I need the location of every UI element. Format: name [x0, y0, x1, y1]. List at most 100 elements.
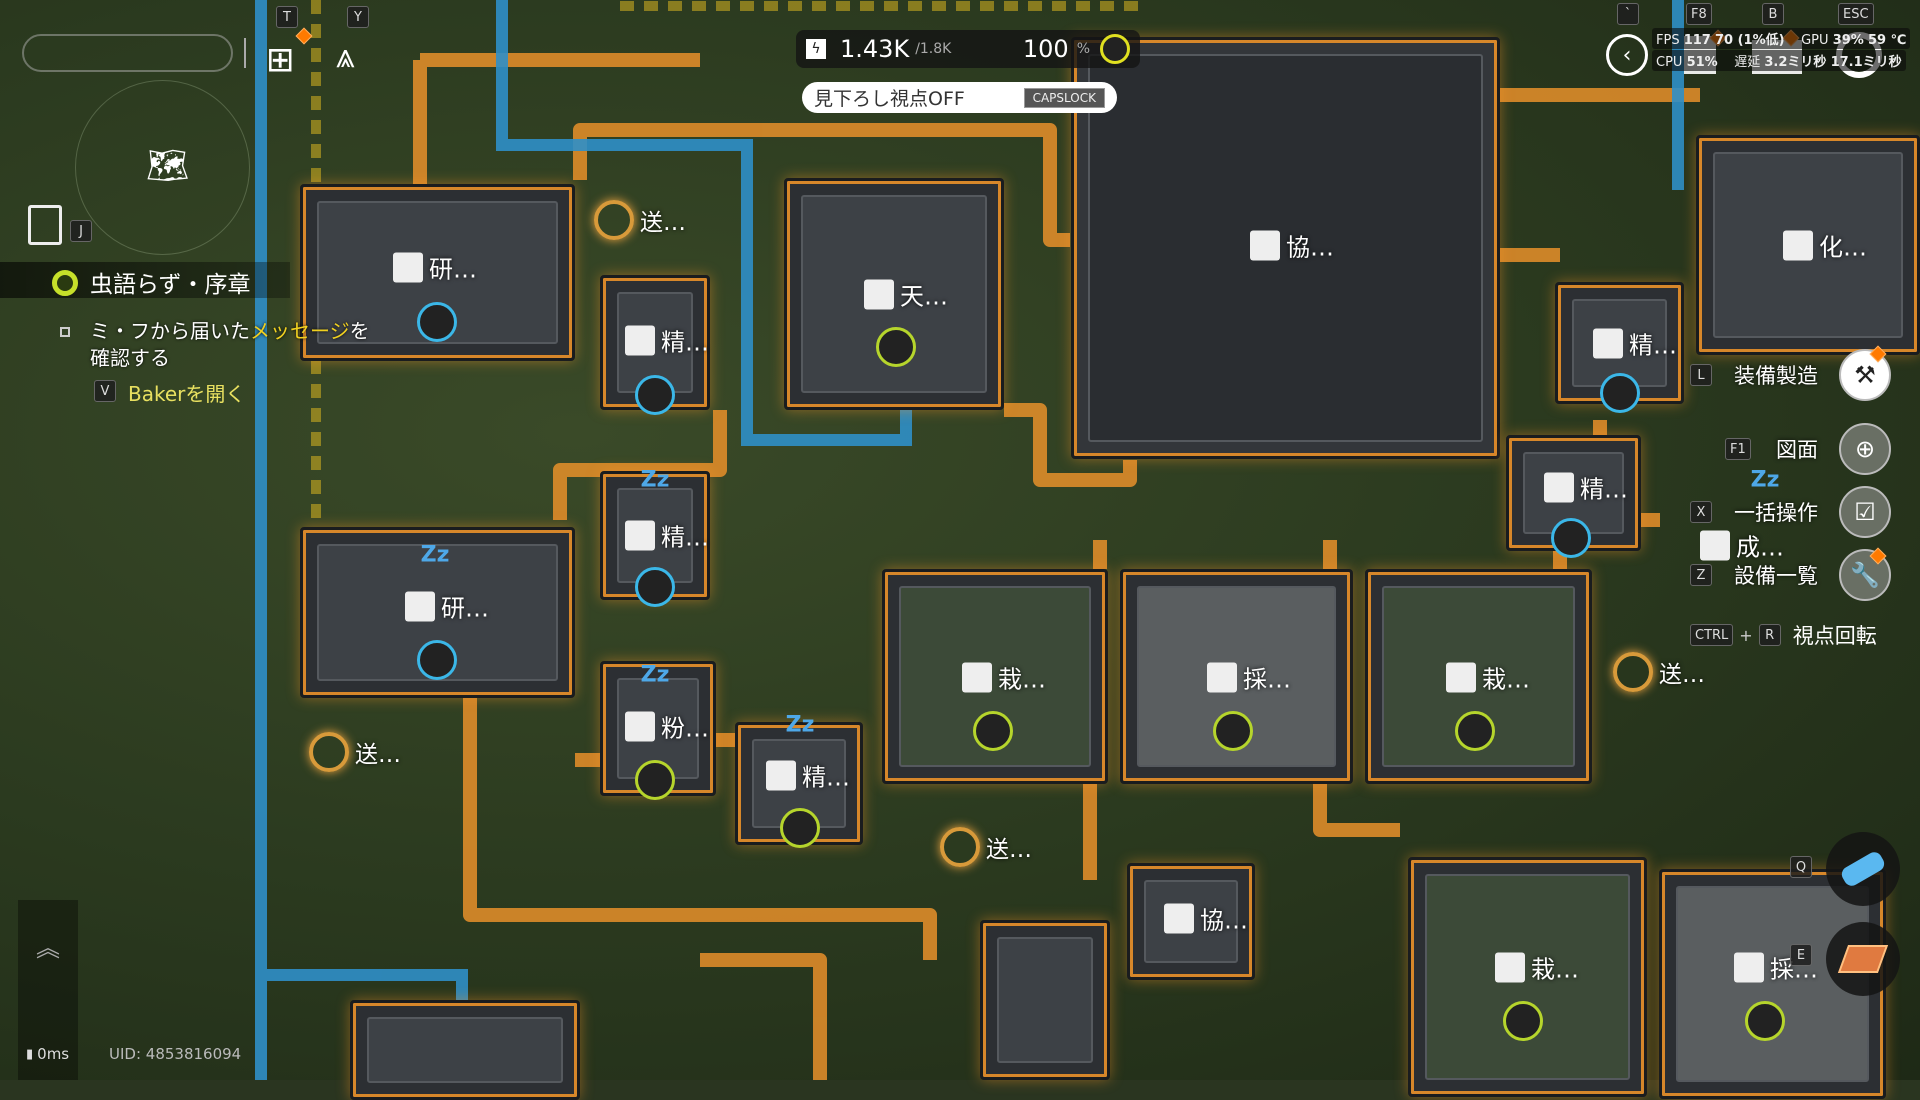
- divider: [244, 38, 246, 68]
- output-port[interactable]: [1745, 1001, 1785, 1041]
- relay-label: 送…: [355, 742, 401, 768]
- conveyor-belt: [1083, 784, 1400, 880]
- objective-checkbox: [60, 327, 70, 337]
- plus-sign: +: [1739, 625, 1753, 645]
- tianshi-icon: [864, 279, 894, 309]
- hub-icon: [1164, 903, 1194, 933]
- relay-tower[interactable]: 送…: [940, 827, 1032, 867]
- relay-label: 送…: [986, 837, 1032, 863]
- plant-icon: [1495, 952, 1525, 982]
- building-core-hub[interactable]: [1127, 863, 1255, 980]
- batch-operation-button[interactable]: ☑: [1839, 486, 1891, 538]
- conveyor-belt: [553, 410, 727, 520]
- output-port[interactable]: [1213, 711, 1253, 751]
- output-port[interactable]: [417, 302, 457, 342]
- journal-icon[interactable]: [28, 205, 62, 245]
- capslock-key: CAPSLOCK: [1023, 87, 1105, 108]
- hotkey-ctrl: CTRL: [1690, 624, 1734, 646]
- conveyor-build-icon: [1837, 945, 1889, 973]
- side-panel: [18, 900, 78, 1080]
- building-harvester[interactable]: [1659, 869, 1886, 1099]
- building-name: 栽…: [998, 665, 1046, 694]
- power-capacity: /1.8K: [915, 41, 952, 57]
- building-label: 精…: [625, 323, 709, 358]
- conveyor-belt: [575, 733, 735, 767]
- hotkey-z: Z: [1690, 564, 1712, 586]
- building-label: 栽…: [1446, 660, 1530, 695]
- building-name: 化…: [1819, 233, 1867, 262]
- quest-title[interactable]: 虫語らず・序章: [90, 272, 251, 298]
- user-id: UID: 4853816094: [109, 1045, 242, 1063]
- open-baker-action[interactable]: Bakerを開く: [128, 382, 246, 406]
- building-research[interactable]: [300, 184, 575, 361]
- hotkey-l: L: [1690, 364, 1712, 386]
- quick-slot-build[interactable]: [1826, 922, 1900, 996]
- refine-icon: [625, 325, 655, 355]
- blueprint-button[interactable]: ⊕: [1839, 423, 1891, 475]
- relay-icon: [940, 827, 980, 867]
- building-unit[interactable]: [350, 1000, 580, 1100]
- sleep-icon: Zz: [1750, 467, 1780, 493]
- output-port[interactable]: [1551, 518, 1591, 558]
- building-unit[interactable]: [980, 920, 1110, 1080]
- objective-text: 確認する: [90, 346, 170, 370]
- plant-icon: [962, 662, 992, 692]
- building-chemical[interactable]: [1696, 135, 1920, 355]
- harvest-icon: [1734, 952, 1764, 982]
- building-refinery[interactable]: [1506, 435, 1641, 551]
- map-search-icon[interactable]: 🗺: [146, 146, 190, 186]
- power-report-icon[interactable]: [1100, 34, 1130, 64]
- building-label: 精…: [1544, 470, 1628, 505]
- fps-low: 70 (1%低): [1715, 33, 1785, 48]
- sleep-icon: Zz: [420, 542, 450, 568]
- equipment-craft-button[interactable]: ⚒: [1839, 349, 1891, 401]
- quick-slot-item[interactable]: [1826, 832, 1900, 906]
- output-port[interactable]: [417, 640, 457, 680]
- output-port[interactable]: [635, 567, 675, 607]
- cpu-label: CPU: [1656, 55, 1683, 70]
- topdown-view-toggle[interactable]: 見下ろし視点OFF CAPSLOCK: [802, 82, 1117, 113]
- building-label: 栽…: [1495, 950, 1579, 985]
- quest-title-bar[interactable]: [0, 262, 290, 298]
- building-name: 協…: [1200, 906, 1248, 935]
- refine-icon: [766, 760, 796, 790]
- sleep-icon: Zz: [640, 662, 670, 688]
- back-button[interactable]: ‹: [1606, 34, 1648, 76]
- output-port[interactable]: [1503, 1001, 1543, 1041]
- relay-tower[interactable]: 送…: [1613, 652, 1705, 692]
- hotkey-f8: F8: [1686, 3, 1712, 25]
- building-planter[interactable]: [1408, 857, 1647, 1097]
- output-port[interactable]: [973, 711, 1013, 751]
- rotate-view-hint[interactable]: CTRL + R 視点回転: [1690, 620, 1877, 650]
- expand-chevron-icon[interactable]: ︽: [36, 934, 60, 962]
- output-port[interactable]: [876, 327, 916, 367]
- building-name: 研…: [441, 594, 489, 623]
- building-core-hub[interactable]: [1071, 37, 1500, 459]
- region-name-bar: [22, 34, 233, 72]
- base-blueprint-icon[interactable]: ⩓: [336, 36, 356, 76]
- conveyor-belt: [463, 698, 937, 960]
- building-name: 精…: [661, 523, 709, 552]
- output-port[interactable]: [635, 375, 675, 415]
- output-port[interactable]: [780, 808, 820, 848]
- hotkey-r: R: [1758, 624, 1781, 646]
- ping-value: 0ms: [37, 1045, 70, 1063]
- cpu-readout: CPU 51% 遅延 3.2ミリ秒 17.1ミリ秒: [1652, 50, 1906, 71]
- research-icon: [393, 252, 423, 282]
- tech-tree-icon[interactable]: ⊞: [266, 40, 295, 80]
- relay-icon: [1613, 652, 1653, 692]
- signal-icon: ▮: [26, 1046, 34, 1062]
- hotkey-y: Y: [347, 6, 369, 28]
- output-port[interactable]: [635, 760, 675, 800]
- output-port[interactable]: [1455, 711, 1495, 751]
- minimap[interactable]: [75, 80, 250, 255]
- relay-tower[interactable]: 送…: [594, 200, 686, 240]
- building-name: 天…: [900, 282, 948, 311]
- relay-tower[interactable]: 送…: [309, 732, 401, 772]
- objective-text: ミ・フから届いた: [90, 319, 250, 343]
- blueprint-add-icon: ⊕: [1854, 435, 1876, 463]
- rotate-view-label: 視点回転: [1792, 624, 1877, 648]
- latency-value: 17.1ミリ秒: [1830, 55, 1902, 70]
- output-port[interactable]: [1600, 373, 1640, 413]
